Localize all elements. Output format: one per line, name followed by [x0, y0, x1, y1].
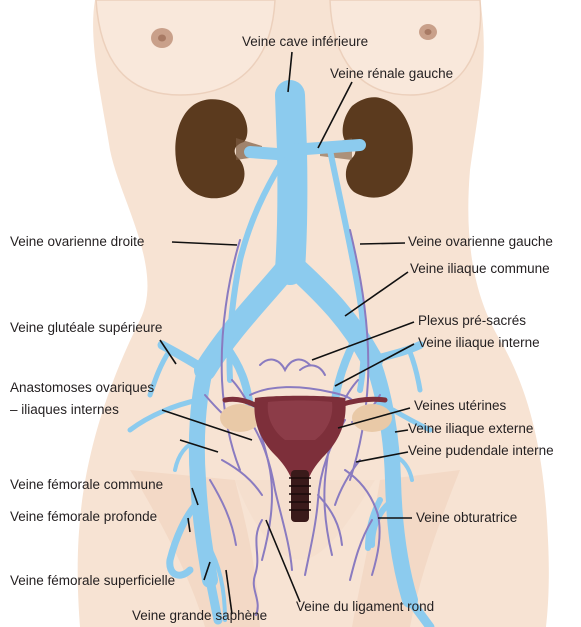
- label-great-saphenous: Veine grande saphène: [132, 608, 267, 624]
- right-nipple-center: [158, 35, 166, 42]
- right-ovary: [220, 404, 260, 432]
- label-common-iliac: Veine iliaque commune: [410, 261, 550, 277]
- label-anastomoses-1: Anastomoses ovariques: [10, 380, 154, 396]
- label-ivc: Veine cave inférieure: [242, 34, 368, 50]
- label-presacral: Plexus pré-sacrés: [418, 313, 526, 329]
- label-deep-femoral: Veine fémorale profonde: [10, 509, 157, 525]
- label-obturator: Veine obturatrice: [416, 510, 517, 526]
- label-internal-iliac: Veine iliaque interne: [418, 335, 540, 351]
- label-internal-pudendal: Veine pudendale interne: [408, 443, 554, 459]
- label-superficial-femoral: Veine fémorale superficielle: [10, 573, 175, 589]
- label-anastomoses-2: – iliaques internes: [10, 402, 119, 418]
- label-left-renal: Veine rénale gauche: [330, 66, 453, 82]
- label-sup-gluteal: Veine glutéale supérieure: [10, 320, 162, 336]
- left-nipple-center: [425, 29, 432, 35]
- leader-left-ovarian: [360, 243, 405, 244]
- label-common-femoral: Veine fémorale commune: [10, 477, 163, 493]
- label-uterine: Veines utérines: [414, 398, 506, 414]
- ivc-vessel: [290, 95, 292, 270]
- left-renal-vessel: [292, 145, 360, 150]
- right-renal-vessel: [250, 152, 290, 155]
- label-round-ligament: Veine du ligament rond: [296, 599, 434, 615]
- label-left-ovarian: Veine ovarienne gauche: [408, 234, 553, 250]
- label-external-iliac: Veine iliaque externe: [408, 421, 533, 437]
- label-right-ovarian: Veine ovarienne droite: [10, 234, 144, 250]
